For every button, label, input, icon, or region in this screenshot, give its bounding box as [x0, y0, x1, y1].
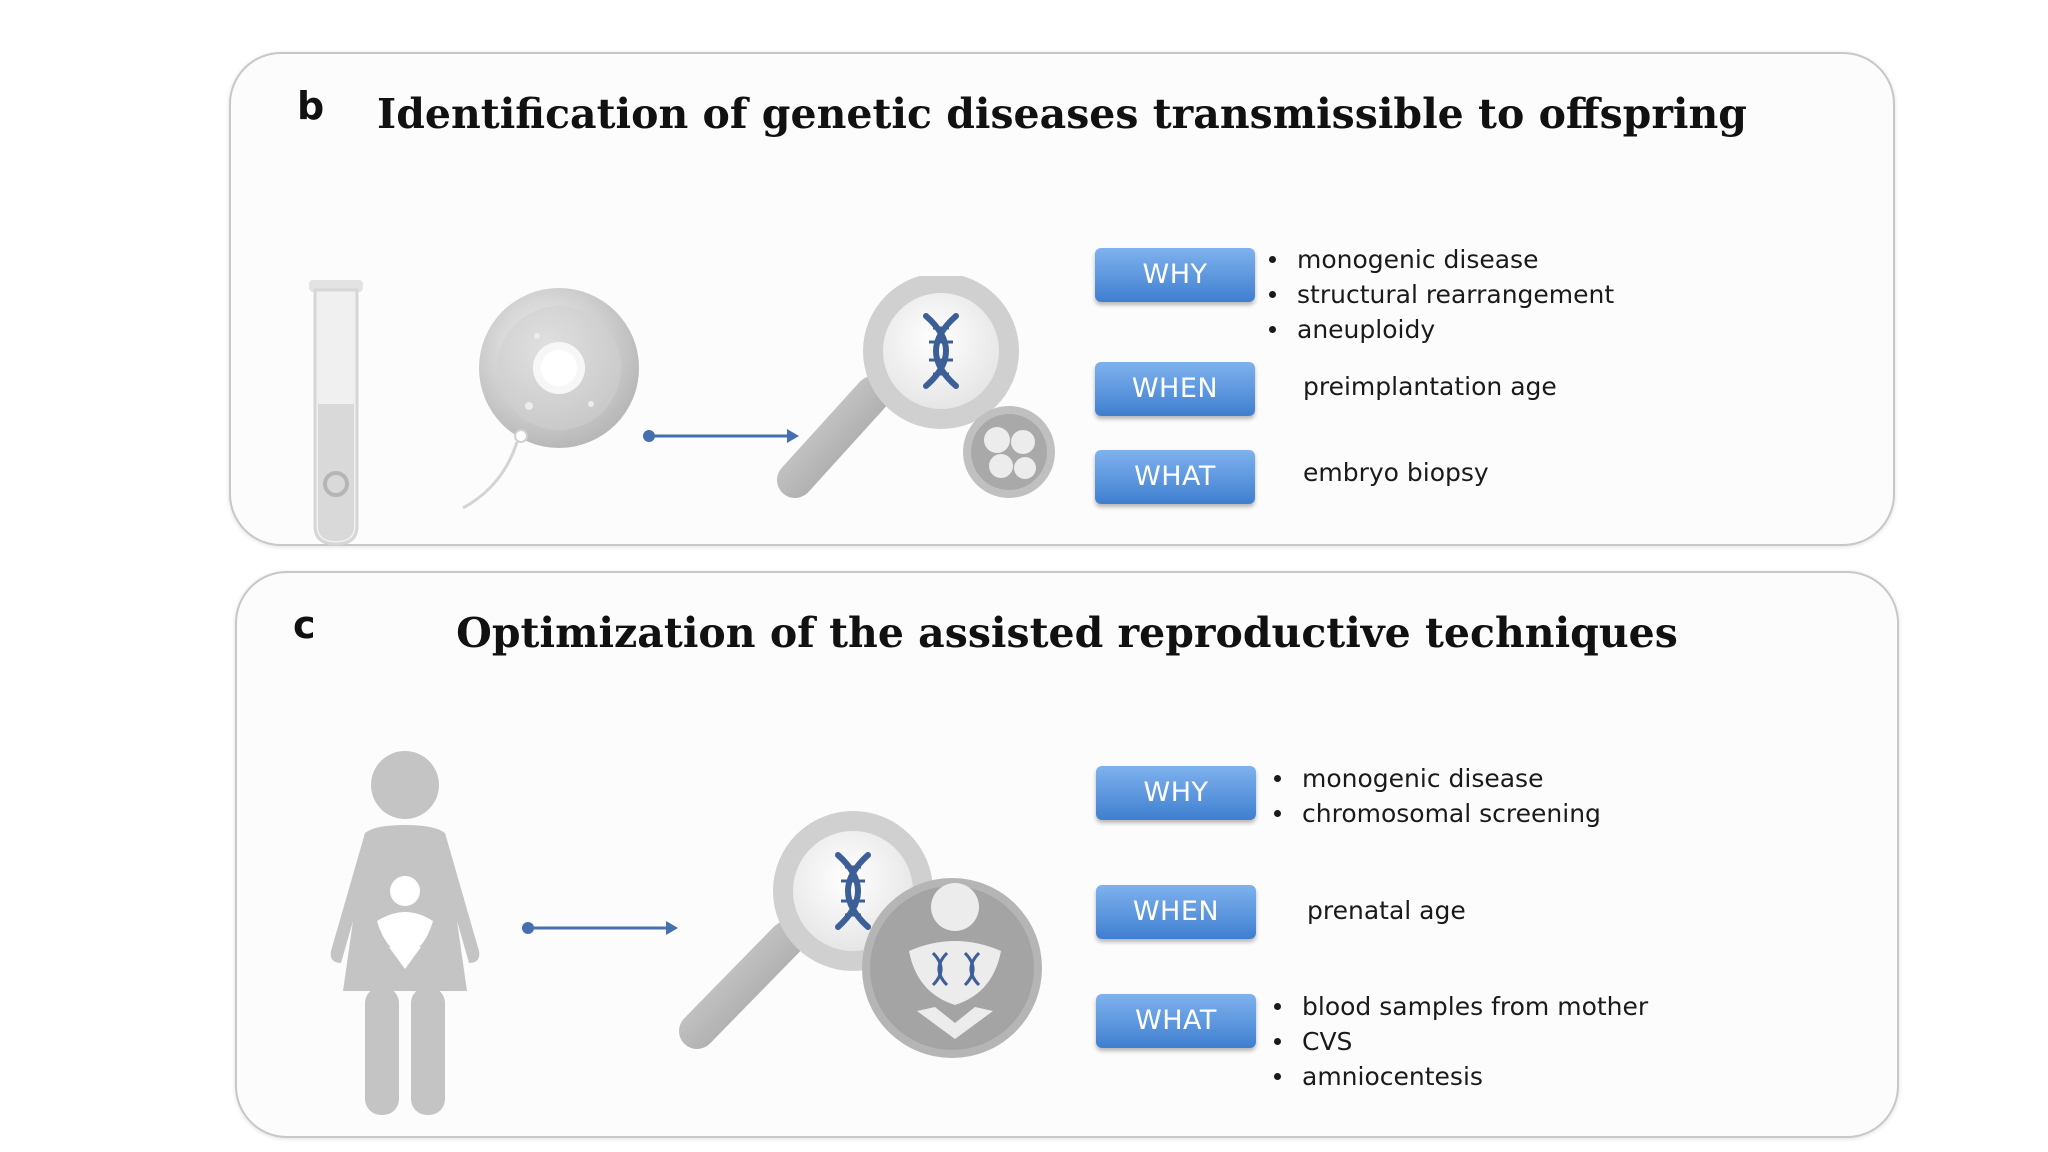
panel-letter-b: b	[297, 84, 325, 128]
what-tag-b: WHAT	[1095, 450, 1255, 504]
panel-title-c: Optimization of the assisted reproductiv…	[456, 609, 1678, 657]
why-item-c: monogenic disease	[1270, 761, 1601, 796]
why-tag-b: WHY	[1095, 248, 1255, 302]
why-list-b: monogenic disease structural rearrangeme…	[1265, 242, 1614, 347]
why-item-b: structural rearrangement	[1265, 277, 1614, 312]
test-tube-icon	[309, 280, 363, 546]
why-item-b: monogenic disease	[1265, 242, 1614, 277]
when-tag-b: WHEN	[1095, 362, 1255, 416]
panel-letter-c: c	[293, 603, 316, 647]
pregnant-woman-icon	[330, 751, 480, 1115]
arrow-icon	[643, 429, 799, 443]
why-item-b: aneuploidy	[1265, 312, 1614, 347]
panel-title-b: Identification of genetic diseases trans…	[377, 90, 1747, 138]
panel-c: c Optimization of the assisted reproduct…	[235, 571, 1899, 1138]
what-tag-c: WHAT	[1096, 994, 1256, 1048]
magnifier-dna-icon	[777, 276, 1055, 498]
why-list-c: monogenic disease chromosomal screening	[1270, 761, 1601, 831]
when-tag-c: WHEN	[1096, 885, 1256, 939]
panel-b: b Identification of genetic diseases tra…	[229, 52, 1895, 546]
what-item-c: amniocentesis	[1270, 1059, 1648, 1094]
what-item-c: CVS	[1270, 1024, 1648, 1059]
what-item-c: blood samples from mother	[1270, 989, 1648, 1024]
oocyte-icon	[462, 288, 639, 510]
arrow-icon	[522, 921, 678, 935]
why-tag-c: WHY	[1096, 766, 1256, 820]
fetus-icon	[862, 878, 1042, 1058]
what-list-c: blood samples from mother CVS amniocente…	[1270, 989, 1648, 1094]
when-text-c: prenatal age	[1307, 896, 1466, 925]
what-text-b: embryo biopsy	[1303, 458, 1489, 487]
why-item-c: chromosomal screening	[1270, 796, 1601, 831]
when-text-b: preimplantation age	[1303, 372, 1557, 401]
